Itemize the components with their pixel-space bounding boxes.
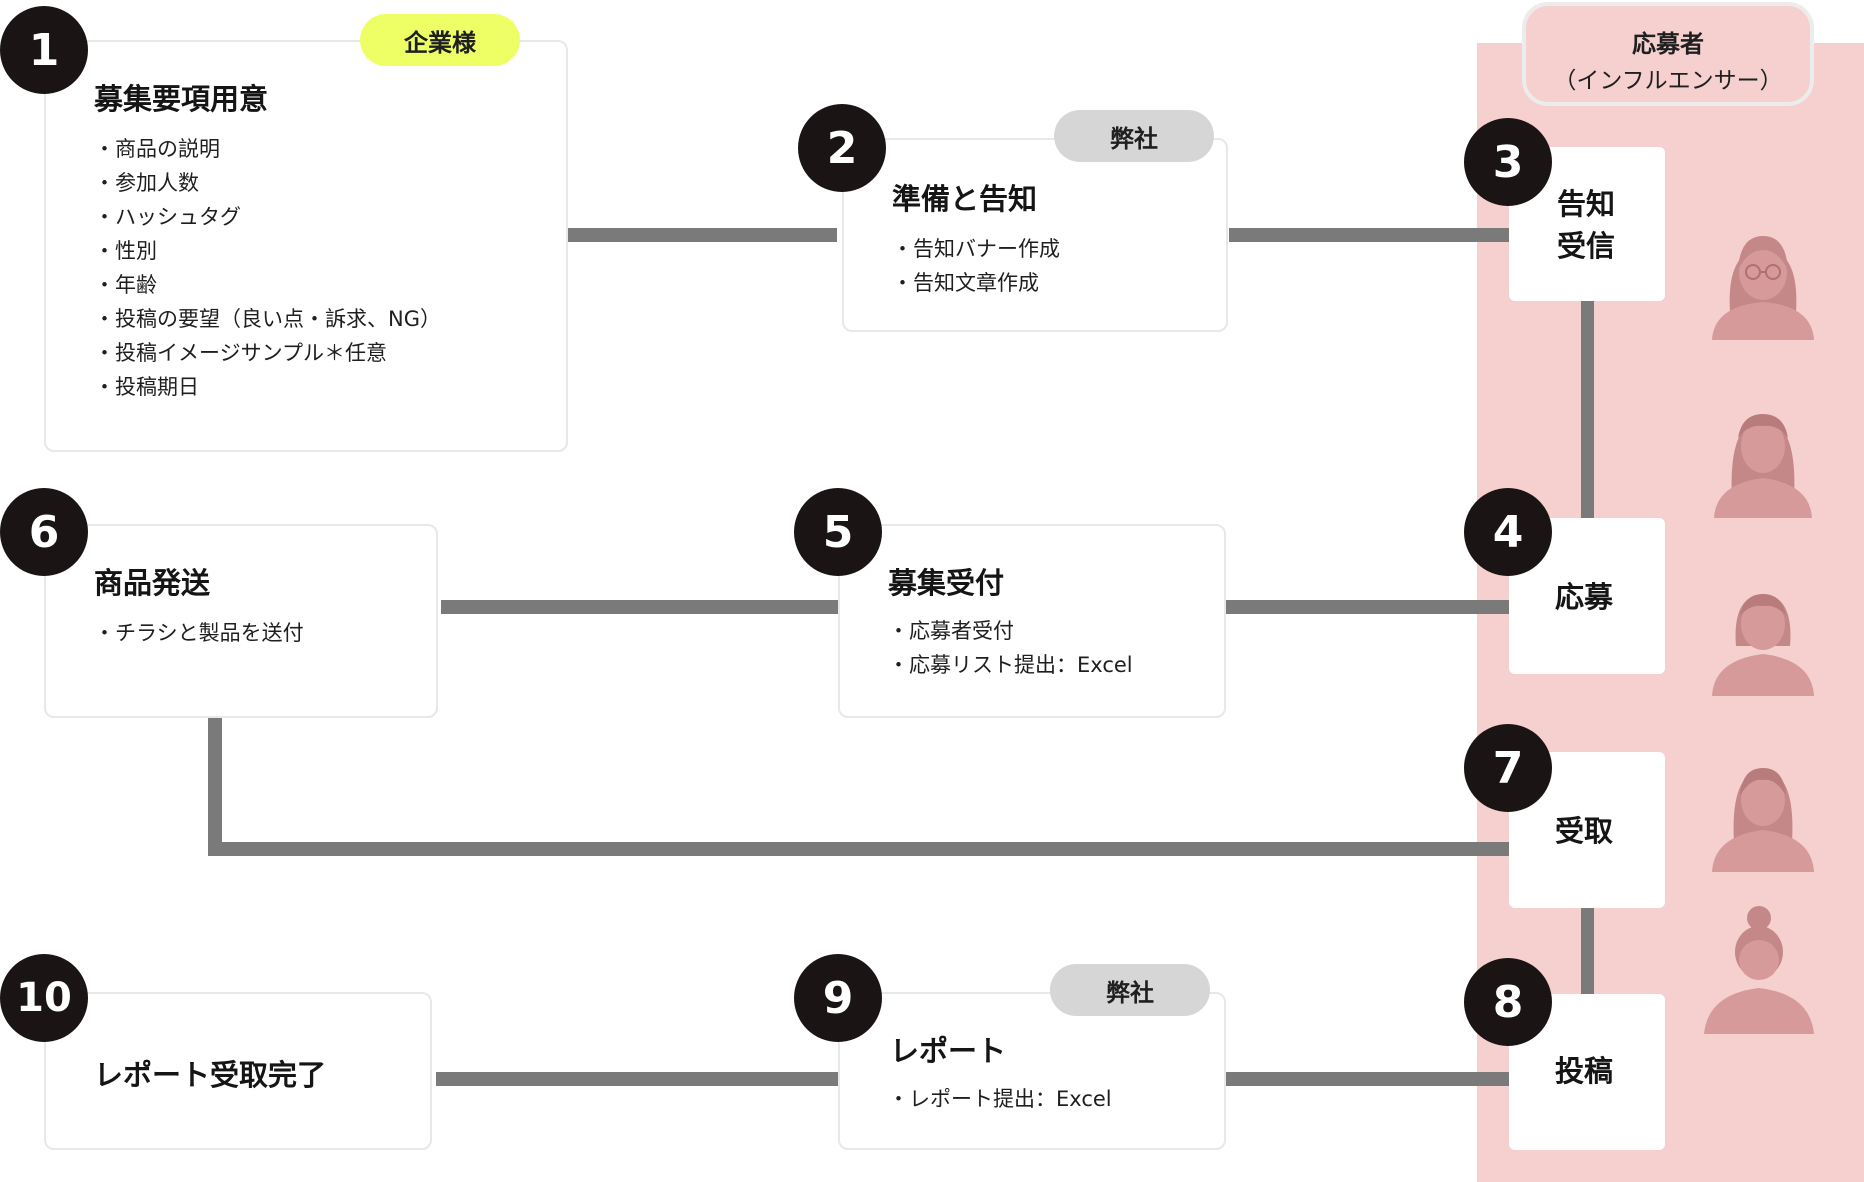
connector-7-8 (1581, 905, 1594, 995)
step-1-number: 1 (0, 6, 88, 94)
step-1-title: 募集要項用意 (94, 82, 269, 116)
step-9-number: 9 (794, 954, 882, 1042)
connector-6-7-vertical (208, 716, 222, 856)
client-tag: 企業様 (360, 14, 520, 66)
step-2-title: 準備と告知 (892, 182, 1038, 216)
step-4-label: 応募 (1555, 580, 1614, 614)
step-10-card: レポート受取完了 (44, 992, 432, 1150)
person-long-hair-icon (1714, 414, 1812, 518)
connector-1-2 (567, 228, 837, 242)
connector-6-5 (441, 600, 839, 614)
connector-5-4 (1224, 600, 1509, 614)
lane-title: 応募者 (1632, 30, 1704, 58)
person-glasses-icon (1712, 236, 1814, 340)
step-10-number: 10 (0, 954, 88, 1042)
list-item: 商品の説明 (94, 132, 441, 166)
step-9-title: レポート (890, 1034, 1007, 1068)
step-5-card: 募集受付 応募者受付 応募リスト提出：Excel (838, 524, 1226, 718)
step-6-list: チラシと製品を送付 (94, 616, 304, 650)
step-2-number: 2 (798, 104, 886, 192)
list-item: 告知文章作成 (892, 266, 1060, 300)
list-item: チラシと製品を送付 (94, 616, 304, 650)
step-6-card: 商品発送 チラシと製品を送付 (44, 524, 438, 718)
connector-2-3 (1229, 228, 1509, 242)
connector-9-8 (1224, 1072, 1509, 1086)
step-7-number: 7 (1464, 724, 1552, 812)
list-item: 応募者受付 (888, 614, 1133, 648)
step-1-card: 募集要項用意 商品の説明 参加人数 ハッシュタグ 性別 年齢 投稿の要望（良い点… (44, 40, 568, 452)
connector-6-7-horizontal (208, 842, 1509, 856)
list-item: 参加人数 (94, 166, 441, 200)
step-3-number: 3 (1464, 118, 1552, 206)
step-3-label-1: 告知 (1557, 187, 1616, 221)
step-4-number: 4 (1464, 488, 1552, 576)
step-1-list: 商品の説明 参加人数 ハッシュタグ 性別 年齢 投稿の要望（良い点・訴求、NG）… (94, 132, 441, 404)
list-item: ハッシュタグ (94, 200, 441, 234)
lane-header: 応募者 （インフルエンサー） (1522, 2, 1814, 106)
list-item: 性別 (94, 234, 441, 268)
step-6-number: 6 (0, 488, 88, 576)
step-5-list: 応募者受付 応募リスト提出：Excel (888, 614, 1133, 682)
step-5-title: 募集受付 (888, 566, 1005, 600)
our-company-tag: 弊社 (1050, 964, 1210, 1016)
step-8-number: 8 (1464, 958, 1552, 1046)
step-3-label-2: 受信 (1557, 229, 1616, 263)
list-item: 年齢 (94, 268, 441, 302)
list-item: 投稿期日 (94, 370, 441, 404)
step-5-number: 5 (794, 488, 882, 576)
list-item: 告知バナー作成 (892, 232, 1060, 266)
connector-3-4 (1581, 300, 1594, 520)
step-6-title: 商品発送 (94, 566, 211, 600)
step-2-list: 告知バナー作成 告知文章作成 (892, 232, 1060, 300)
connector-10-9 (436, 1072, 839, 1086)
lane-subtitle: （インフルエンサー） (1553, 68, 1783, 94)
list-item: 応募リスト提出：Excel (888, 648, 1133, 682)
person-bun-icon (1704, 906, 1814, 1034)
step-10-title: レポート受取完了 (94, 1058, 327, 1092)
our-company-tag: 弊社 (1054, 110, 1214, 162)
step-9-list: レポート提出：Excel (888, 1082, 1112, 1116)
list-item: 投稿イメージサンプル＊任意 (94, 336, 441, 370)
list-item: 投稿の要望（良い点・訴求、NG） (94, 302, 441, 336)
step-7-label: 受取 (1555, 814, 1614, 848)
step-9-card: レポート レポート提出：Excel (838, 992, 1226, 1150)
list-item: レポート提出：Excel (888, 1082, 1112, 1116)
step-8-label: 投稿 (1555, 1054, 1614, 1088)
person-icon (1712, 594, 1814, 696)
step-2-card: 準備と告知 告知バナー作成 告知文章作成 (842, 138, 1228, 332)
person-icon (1712, 768, 1814, 872)
